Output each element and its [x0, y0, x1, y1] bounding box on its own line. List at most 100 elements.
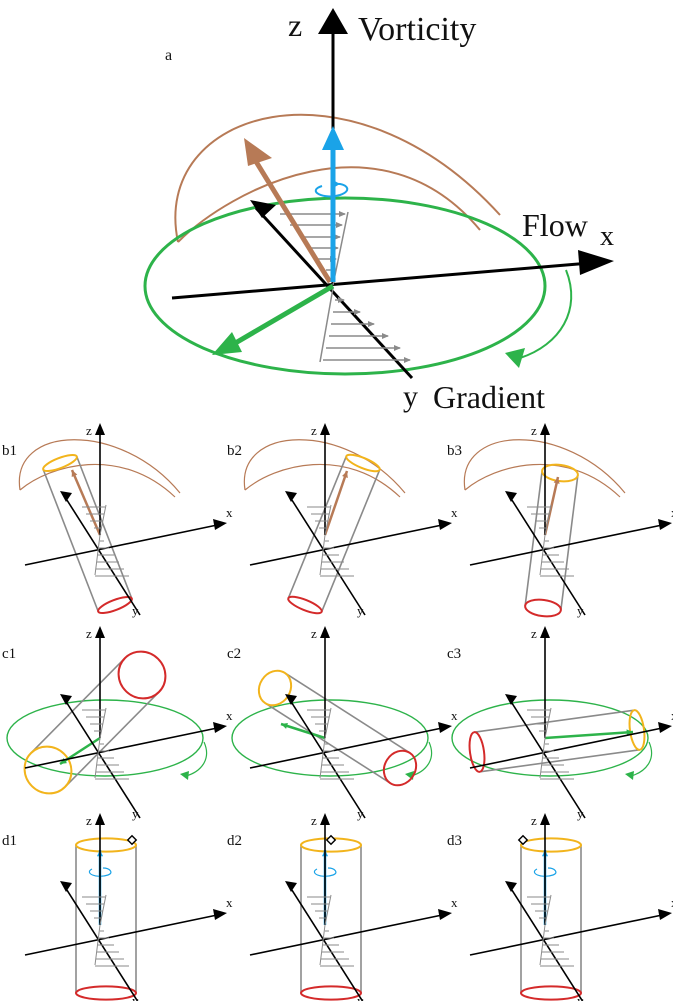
gradient-arrow: [280, 722, 326, 740]
tube-end-cap: [345, 453, 381, 473]
gradient-arrow: [544, 730, 634, 740]
axis-z-label: z: [86, 813, 92, 828]
axis-z-label: z: [311, 813, 317, 828]
axis-y: [64, 496, 141, 616]
tube-end-cap: [520, 985, 582, 1001]
tube-end-cap: [524, 598, 562, 618]
tube-end-cap: [42, 453, 78, 473]
axis-z-label: z: [311, 423, 317, 438]
axis-y-label: y: [132, 603, 139, 618]
tube-end-cap: [382, 749, 418, 787]
brown-arrow-head: [71, 470, 78, 477]
axis-z-label: z: [311, 626, 317, 641]
tube-end-cap: [541, 463, 579, 483]
tube-edge: [42, 469, 99, 612]
axis-y-back-head: [505, 491, 517, 502]
gradient-ellipse: [451, 699, 649, 777]
axis-x-head: [438, 722, 452, 733]
axis-y-line: [254, 206, 414, 380]
axis-z-arrowhead: [318, 8, 348, 34]
axis-y-back-head: [285, 694, 297, 705]
tube-edge: [30, 657, 126, 754]
gradient-ellipse: [143, 196, 547, 376]
axis-x-label: x: [226, 505, 233, 520]
velocity-profile: [82, 504, 129, 577]
brown-arrow-head: [553, 477, 560, 484]
profile-spine-lower: [539, 534, 546, 576]
axis-x-label: x: [226, 708, 233, 723]
axis-y-back-head: [285, 881, 297, 892]
tube-edge: [264, 702, 391, 784]
axis-z-head: [95, 626, 105, 638]
panel-letter: d2: [227, 833, 242, 849]
axis-z-head: [540, 813, 550, 825]
tube-end-cap: [468, 731, 486, 773]
axis-y: [64, 886, 139, 1001]
axis-y-back-head: [505, 881, 517, 892]
axis-z-label: z: [531, 423, 537, 438]
axis-x-head: [213, 909, 227, 920]
rotation-icon: [88, 867, 112, 877]
rotation-arrow: [185, 741, 208, 777]
profile-spine-lower: [319, 534, 326, 576]
panel-c3: c3zxy: [447, 626, 673, 821]
ellipse-rotation-arrow: [519, 269, 573, 359]
axis-z-head: [540, 423, 550, 435]
axis-x: [249, 726, 448, 769]
panel-letter: b2: [227, 443, 242, 459]
axis-x-line: [171, 260, 603, 300]
panel-letter: d3: [447, 833, 462, 849]
tube-end-cap: [97, 595, 133, 615]
axis-z-label: z: [531, 626, 537, 641]
tube-end-cap: [23, 745, 73, 795]
brown-arc-outer: [174, 113, 501, 243]
axis-y-label: y: [577, 603, 584, 618]
axis-y-back-head: [505, 694, 517, 705]
ellipse-rotation-arrowhead: [505, 348, 525, 368]
profile-spine: [324, 894, 332, 926]
axis-x-label: x: [451, 505, 458, 520]
tube-edge: [474, 709, 635, 733]
axis-z-head: [320, 423, 330, 435]
tube-end-cap: [75, 837, 137, 853]
axis-y-label: y: [357, 993, 364, 1001]
brown-arc-inner: [244, 463, 401, 498]
axis-y: [289, 886, 364, 1001]
velocity-profile: [527, 504, 574, 577]
axis-x-label: x: [671, 895, 673, 910]
axis-x-head: [658, 909, 672, 920]
brown-arc-outer: [18, 439, 181, 494]
vorticity-label: Vorticity: [358, 11, 476, 48]
profile-spine-lower: [94, 737, 101, 779]
velocity-profile-lower: [319, 287, 411, 363]
axis-y: [64, 699, 141, 819]
axis-x-head: [213, 722, 227, 733]
axis-x-head: [438, 519, 452, 530]
axis-z-label: z: [86, 626, 92, 641]
axis-z-head: [540, 626, 550, 638]
brown-arc-inner: [177, 166, 481, 243]
profile-spine-lower: [94, 534, 101, 576]
axis-y-back-head: [60, 491, 72, 502]
axis-x: [24, 726, 223, 769]
velocity-profile: [307, 894, 354, 967]
tube-end-cap: [628, 709, 646, 751]
axis-y-label: y: [577, 806, 584, 821]
gradient-arrow-head: [626, 729, 633, 736]
profile-spine-lower: [319, 737, 326, 779]
tube-end-cap: [117, 650, 167, 700]
brown-arrow: [70, 469, 102, 536]
axis-x: [24, 523, 223, 566]
axis-y-back-head: [60, 881, 72, 892]
axis-x: [24, 913, 223, 956]
profile-spine-lower: [539, 737, 546, 779]
gradient-ellipse: [6, 699, 204, 777]
velocity-profile: [527, 707, 574, 780]
tube-edge: [64, 691, 160, 788]
axis-y-label: y: [577, 993, 584, 1001]
tube-edge: [479, 749, 640, 773]
